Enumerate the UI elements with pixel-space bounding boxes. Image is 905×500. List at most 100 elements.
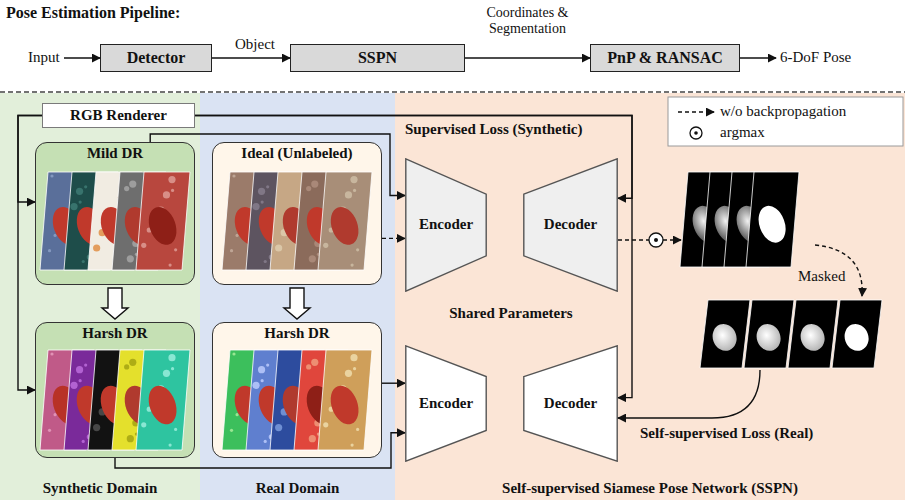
tile-texture (129, 181, 136, 188)
tile-texture (70, 198, 75, 203)
object-blob (710, 202, 747, 246)
tile-texture (308, 430, 313, 435)
tile-texture (275, 424, 282, 431)
tile-texture (260, 431, 267, 438)
tile-texture (80, 177, 87, 184)
prediction-map (746, 172, 799, 267)
tile-texture (48, 429, 51, 432)
object-blob (254, 203, 292, 249)
object-blob (732, 202, 769, 246)
tile-texture (305, 191, 310, 196)
tile-texture (264, 440, 267, 443)
tile-texture (64, 392, 69, 397)
object-blob (48, 203, 86, 249)
edge-label-holder: Supervised Loss (Synthetic) (405, 121, 583, 138)
annotation-label-holder: Masked (798, 268, 846, 285)
tile-texture (124, 186, 129, 191)
tile-texture (151, 217, 156, 222)
tile-texture (127, 255, 134, 262)
annotation-label: 6-DoF Pose (780, 49, 851, 66)
block-arrow (102, 288, 128, 319)
tile-texture (151, 396, 156, 401)
dashed-arrow (663, 239, 681, 240)
object-blob (278, 203, 316, 249)
tile-texture (269, 434, 274, 439)
tile-texture (300, 196, 303, 199)
tile-texture (262, 355, 269, 362)
trapezoid-shape (406, 159, 486, 291)
tile-texture (305, 369, 310, 374)
tile-texture (118, 196, 121, 199)
process-box: Detector (100, 44, 212, 72)
tile-texture (70, 376, 75, 381)
tile-texture (322, 237, 325, 240)
tile-texture (171, 189, 174, 192)
connector (382, 238, 405, 239)
tile-texture (107, 227, 110, 230)
process-box: PnP & RANSAC (590, 44, 740, 72)
tile-background (680, 172, 733, 267)
object-blob (754, 202, 791, 246)
object-blob (120, 203, 158, 249)
tile-texture (339, 385, 346, 392)
object-blob (144, 203, 182, 249)
masked-map (788, 300, 838, 368)
tile-texture (334, 212, 339, 217)
tile-texture (135, 253, 138, 256)
legend-box (668, 97, 903, 146)
tile-texture (266, 185, 269, 188)
tile-texture (280, 403, 285, 408)
tile-texture (132, 240, 139, 247)
tile-texture (128, 175, 133, 180)
tile-background (112, 172, 166, 270)
tile-texture (351, 443, 354, 446)
tile-texture (317, 432, 320, 435)
tile-texture (252, 203, 259, 210)
tile-texture (252, 198, 257, 203)
mild-dr-image (112, 172, 166, 270)
tile-texture (356, 428, 359, 431)
tile-texture (107, 406, 110, 409)
tile-texture (314, 419, 321, 426)
tile-texture (261, 201, 264, 204)
tile-texture (169, 264, 172, 267)
tile-background (294, 172, 348, 270)
node-text: Harsh DR (82, 325, 147, 342)
tile-texture (140, 237, 143, 240)
tile-texture (241, 228, 246, 233)
image-set-box: Harsh DR (212, 322, 382, 458)
real-image (270, 172, 324, 270)
tile-texture (308, 250, 313, 255)
tile-texture (168, 354, 175, 361)
tile-texture (171, 367, 174, 370)
tile-texture (112, 211, 115, 214)
decoder-trapezoid: Decoder (523, 158, 618, 292)
tile-texture (104, 214, 111, 221)
tile-texture (286, 214, 293, 221)
tile-texture (339, 380, 344, 385)
tile-background (318, 350, 372, 450)
tile-texture (147, 407, 152, 412)
tile-texture (350, 176, 357, 183)
tile-texture (75, 371, 82, 378)
edge-label-holder: Object (222, 36, 288, 53)
tile-texture (82, 440, 85, 443)
tile-background (246, 350, 300, 450)
tile-texture (285, 218, 292, 225)
tile-texture (147, 227, 152, 232)
tile-background (700, 300, 750, 368)
harsh-dr-image (246, 350, 300, 450)
node-text: Decoder (544, 216, 597, 233)
tile-texture (262, 177, 269, 184)
title: Pose Estimation Pipeline: (6, 4, 180, 22)
tile-texture (84, 185, 87, 188)
tile-texture (128, 353, 133, 358)
tile-texture (232, 174, 235, 177)
tile-texture (152, 391, 157, 396)
object-blob (72, 203, 110, 249)
tile-texture (345, 370, 352, 377)
tile-texture (104, 393, 111, 400)
object-blob (96, 203, 134, 249)
tile-background (222, 172, 276, 270)
